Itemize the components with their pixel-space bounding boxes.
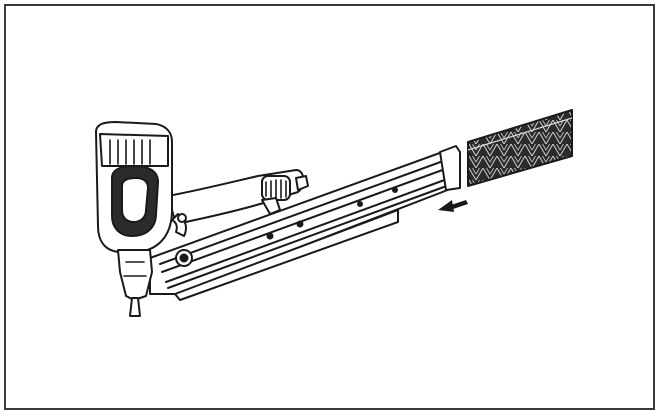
magazine-rail bbox=[149, 145, 461, 301]
gun-body bbox=[95, 121, 193, 317]
nail-gun-icon bbox=[95, 121, 461, 317]
gun-handle bbox=[167, 169, 309, 237]
nail-strip-icon bbox=[467, 109, 573, 187]
insert-arrow-icon bbox=[438, 200, 468, 212]
